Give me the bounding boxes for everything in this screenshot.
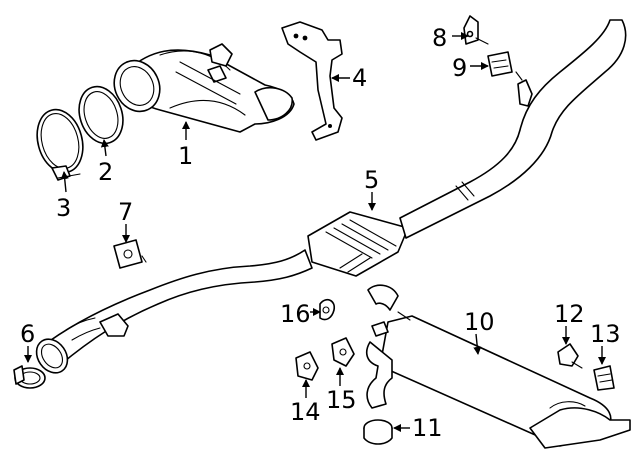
callout-1: 1 xyxy=(178,142,193,170)
clamp-part-6 xyxy=(13,365,46,389)
clamp-part-11 xyxy=(363,419,393,445)
callout-8: 8 xyxy=(432,24,447,52)
callout-5: 5 xyxy=(364,166,379,194)
callout-12: 12 xyxy=(554,300,585,328)
callout-3: 3 xyxy=(56,194,71,222)
callout-9: 9 xyxy=(452,54,467,82)
bracket-part-15 xyxy=(331,337,355,367)
callout-15: 15 xyxy=(326,386,357,414)
callout-6: 6 xyxy=(20,320,35,348)
callout-4: 4 xyxy=(352,64,367,92)
callout-11: 11 xyxy=(412,414,443,442)
callout-13: 13 xyxy=(590,320,621,348)
gasket-ring-part xyxy=(78,85,124,145)
hanger-part-8 xyxy=(463,15,489,45)
callout-16: 16 xyxy=(280,300,311,328)
intermediate-pipe-part xyxy=(35,19,627,374)
muffler-part xyxy=(365,284,631,449)
bracket-part xyxy=(281,21,343,141)
catalytic-converter-part xyxy=(113,43,295,133)
hanger-part-12 xyxy=(557,343,583,369)
rubber-mount-part-13 xyxy=(593,365,615,391)
callout-10: 10 xyxy=(464,308,495,336)
leader-lines xyxy=(24,32,606,432)
isolator-part-7 xyxy=(113,239,147,269)
callout-14: 14 xyxy=(290,398,321,426)
rubber-mount-part-9 xyxy=(487,51,513,77)
callout-7: 7 xyxy=(118,198,133,226)
callout-labels: 1 2 3 4 5 6 7 8 9 10 11 12 13 14 15 16 xyxy=(20,24,621,442)
bracket-part-14 xyxy=(295,351,319,381)
callout-2: 2 xyxy=(98,158,113,186)
hanger-clip-part-16 xyxy=(319,298,336,321)
